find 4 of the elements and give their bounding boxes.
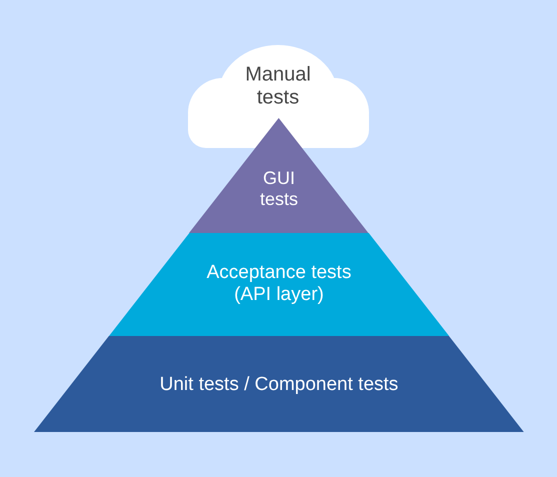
tier-label: Unit tests / Component tests (160, 374, 398, 396)
tier-label: Acceptance tests (API layer) (206, 262, 352, 306)
cloud-label: Manual tests (244, 64, 312, 110)
tier-label: GUI tests (258, 168, 299, 210)
